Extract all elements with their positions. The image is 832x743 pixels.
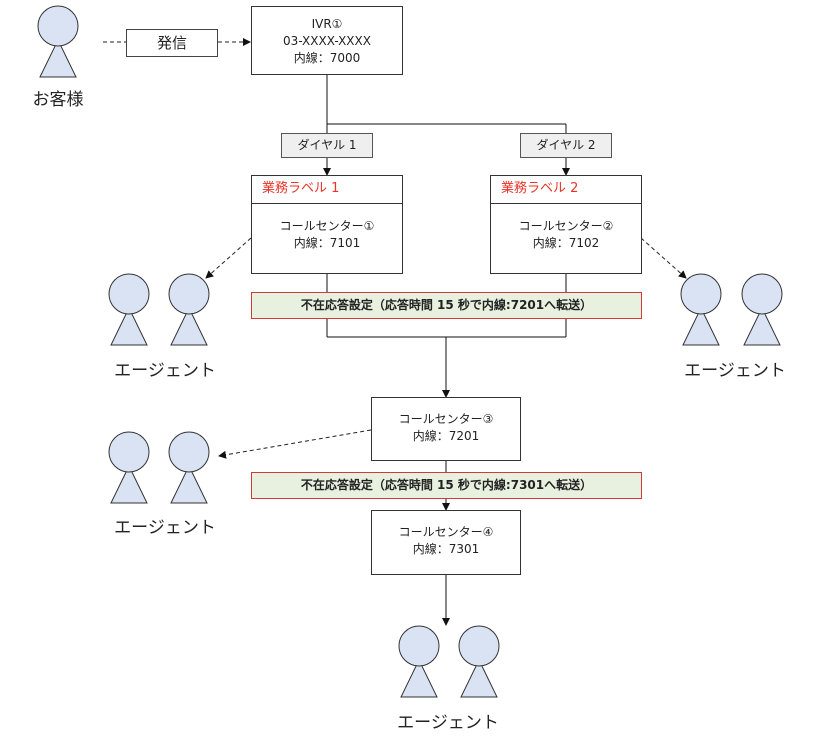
call-center-2: 業務ラベル 2 コールセンター② 内線：7102 [490,175,642,274]
call-center-4-name: コールセンター④ [398,525,494,539]
dial-2-tag: ダイヤル 2 [520,133,612,158]
call-center-3: コールセンター③ 内線：7201 [371,397,521,461]
business-label-1: 業務ラベル 1 [252,176,402,204]
agent-person-icon [168,431,210,504]
agent-person-icon [741,273,783,346]
call-label: 発信 [126,29,218,57]
agent-person-icon [168,273,210,346]
ivr-number: 03-XXXX-XXXX [283,34,371,48]
call-center-4-extension: 内線：7301 [412,542,480,556]
agent-person-icon [108,431,150,504]
call-center-2-extension: 内線：7102 [532,236,600,250]
center3-agents-link [218,429,372,459]
call-center-4: コールセンター④ 内線：7301 [371,510,521,575]
agent-person-icon [108,273,150,346]
center2-agents-link [640,237,687,279]
center1-agents-link [205,237,252,279]
call-center-3-name: コールセンター③ [398,412,494,426]
agent-group-4-label: エージェント [397,713,499,733]
agent-group-1-label: エージェント [114,361,216,381]
absence-rule-2: 不在応答設定（応答時間 15 秒で内線:7301へ転送） [251,472,642,499]
call-center-1-name: コールセンター① [279,219,375,233]
customer-person-icon [37,5,79,78]
customer-label: お客様 [32,90,84,110]
agent-group-3-label: エージェント [114,518,216,538]
agent-person-icon [458,625,500,698]
agent-person-icon [398,625,440,698]
agent-group-2-label: エージェント [684,361,786,381]
call-center-1: 業務ラベル 1 コールセンター① 内線：7101 [251,175,403,274]
ivr-extension: 内線：7000 [293,51,361,65]
call-center-2-name: コールセンター② [518,219,614,233]
call-center-3-extension: 内線：7201 [412,429,480,443]
dial-1-tag: ダイヤル 1 [281,133,373,158]
call-center-1-extension: 内線：7101 [293,236,361,250]
ivr-box: IVR① 03-XXXX-XXXX 内線：7000 [251,6,403,75]
agent-person-icon [680,273,722,346]
ivr-title: IVR① [311,17,343,31]
business-label-2: 業務ラベル 2 [491,176,641,204]
absence-rule-1: 不在応答設定（応答時間 15 秒で内線:7201へ転送） [251,292,642,319]
